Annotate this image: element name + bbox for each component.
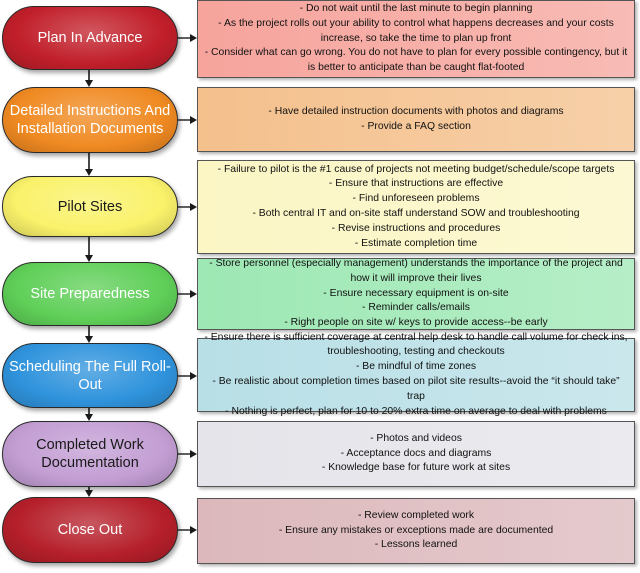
step-detail-box-close-out: - Review completed work - Ensure any mist… (197, 498, 635, 564)
step-pill-close-out: Close Out (2, 497, 178, 563)
connector-arrow-down (85, 70, 93, 87)
step-title: Detailed Instructions And Installation D… (9, 103, 171, 137)
step-detail-point: - Both central IT and on-site staff unde… (252, 208, 580, 219)
step-detail-box-site-preparedness: - Store personnel (especially management… (197, 258, 635, 330)
step-detail-point: - Ensure necessary equipment is on-site (323, 287, 509, 299)
step-detail-point: - Reminder calls/emails (362, 302, 470, 314)
step-detail-point: - Knowledge base for future work at site… (321, 462, 511, 474)
step-detail-box-scheduling-full-roll-out: - Ensure there is sufficient coverage at… (197, 332, 635, 417)
step-title: Scheduling The Full Roll-Out (9, 358, 171, 393)
step-detail-box-completed-work-documentation: - Photos and videos - Acceptance docs and… (197, 421, 635, 487)
connector-arrow-right (178, 116, 197, 124)
step-pill-site-preparedness: Site Preparedness (2, 262, 178, 326)
connector-arrow-right (178, 450, 197, 458)
step-detail-point: - Be realistic about completion times ba… (212, 376, 620, 402)
step-title: Pilot Sites (57, 198, 123, 215)
step-detail-point: - Right people on site w/ keys to provid… (284, 317, 548, 329)
step-pill-pilot-sites: Pilot Sites (2, 176, 178, 237)
step-detail-point: - Estimate completion time (354, 237, 478, 249)
step-detail-point: - Be mindful of time zones (355, 361, 477, 373)
connector-arrow-down (85, 487, 93, 497)
step-detail-point: - Ensure any mistakes or exceptions made… (278, 524, 554, 536)
step-detail-point: - As the project rolls out your ability … (218, 17, 614, 44)
step-title: Completed Work Documentation (36, 437, 144, 471)
step-detail-box-pilot-sites: - Failure to pilot is the #1 cause of pr… (197, 160, 635, 254)
step-detail-point: - Failure to pilot is the #1 cause of pr… (217, 163, 615, 175)
step-detail-point: - Consider what can go wrong. You do not… (204, 47, 628, 74)
step-detail-box-plan-in-advance: - Do not wait until the last minute to b… (197, 0, 635, 78)
step-detail-point: - Find unforeseen problems (352, 193, 480, 205)
step-detail-point: - Photos and videos (370, 432, 462, 444)
step-title: Site Preparedness (30, 286, 150, 302)
step-pill-scheduling-full-roll-out: Scheduling The Full Roll-Out (2, 343, 178, 408)
step-detail-point: - Ensure that instructions are effective (328, 178, 504, 190)
connector-arrow-right (178, 290, 197, 298)
connector-arrow-right (178, 526, 197, 534)
step-detail-point: - Revise instructions and procedures (331, 222, 501, 234)
connector-arrow-right (178, 371, 197, 380)
step-detail-point: - Provide a FAQ section (361, 120, 471, 132)
step-detail-point: - Review completed work (357, 509, 475, 521)
step-detail-point: - Have detailed instruction documents wi… (268, 105, 564, 117)
connector-arrow-down (85, 153, 93, 176)
step-detail-point: - Do not wait until the last minute to b… (299, 3, 533, 15)
step-title: Plan In Advance (37, 30, 143, 46)
connector-arrow-down (85, 237, 93, 262)
step-pill-plan-in-advance: Plan In Advance (2, 6, 178, 70)
step-detail-point: - Store personnel (especially management… (209, 258, 623, 284)
step-detail-point: - Lessons learned (374, 539, 458, 551)
step-title: Close Out (57, 522, 123, 538)
step-detail-point: - Acceptance docs and diagrams (340, 447, 492, 459)
step-detail-box-detailed-instructions: - Have detailed instruction documents wi… (197, 87, 635, 152)
step-detail-point: - Nothing is perfect, plan for 10 to 20%… (225, 405, 607, 417)
connector-arrow-down (85, 326, 93, 343)
step-detail-point: - Ensure there is sufficient coverage at… (204, 331, 628, 358)
connector-arrow-right (178, 34, 197, 42)
step-pill-detailed-instructions: Detailed Instructions And Installation D… (2, 87, 178, 153)
step-pill-completed-work-documentation: Completed Work Documentation (2, 421, 178, 487)
connector-arrow-down (85, 408, 93, 421)
connector-arrow-right (178, 202, 197, 211)
